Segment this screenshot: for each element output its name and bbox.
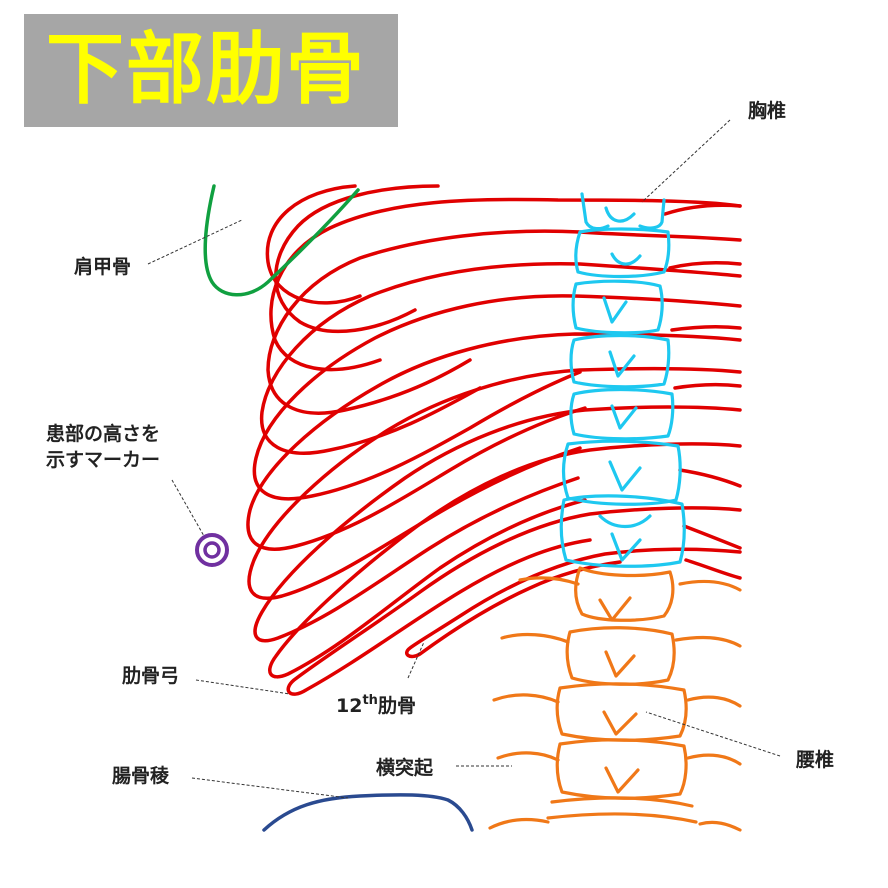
leader-marker <box>171 479 205 537</box>
leader-costal-arch <box>195 679 291 695</box>
iliac-crest <box>262 793 474 832</box>
rib-6 <box>252 294 742 501</box>
leader-lumbar <box>645 711 781 757</box>
leader-thoracic <box>641 119 731 203</box>
height-marker <box>195 533 229 567</box>
rib-4 <box>266 229 742 415</box>
label-lumbar: 腰椎 <box>795 748 834 771</box>
lumbar-vertebrae <box>488 566 742 832</box>
label-marker-line2: 示すマーカー <box>46 449 160 471</box>
leader-iliac-crest <box>191 777 349 799</box>
rib-right-7 <box>684 558 742 580</box>
thoracic-vertebrae <box>559 192 686 568</box>
rib-1 <box>265 184 362 305</box>
label-marker-line1: 患部の高さを <box>46 422 160 445</box>
rib-12 <box>405 547 742 659</box>
page-title: 下部肋骨 <box>46 25 367 115</box>
rib-5 <box>259 262 742 455</box>
label-transverse: 横突起 <box>376 756 434 779</box>
label-rib12-word: 肋骨 <box>378 694 416 717</box>
rib-10 <box>268 442 742 679</box>
label-scapula: 肩甲骨 <box>74 255 131 278</box>
scapula <box>203 184 360 297</box>
rib-11 <box>286 506 742 696</box>
label-rib12-num: 12 <box>336 695 362 717</box>
title-banner: 下部肋骨 <box>24 14 398 127</box>
rib-right-3 <box>670 324 742 332</box>
label-iliac-crest: 腸骨稜 <box>112 764 170 787</box>
label-rib12-sup: th <box>362 693 377 708</box>
leader-rib12 <box>407 641 425 679</box>
rib-right-2 <box>668 261 742 270</box>
label-costal-arch: 肋骨弓 <box>122 664 179 687</box>
rib-right-4 <box>673 382 742 390</box>
rib-9 <box>253 405 742 643</box>
label-thoracic: 胸椎 <box>748 99 786 122</box>
rib-right-1 <box>663 203 742 216</box>
rib-right-5 <box>678 468 742 488</box>
rib-right-6 <box>682 524 742 550</box>
label-rib12: 12th肋骨 <box>336 693 416 717</box>
leader-scapula <box>147 219 243 265</box>
rib-7 <box>246 332 742 551</box>
